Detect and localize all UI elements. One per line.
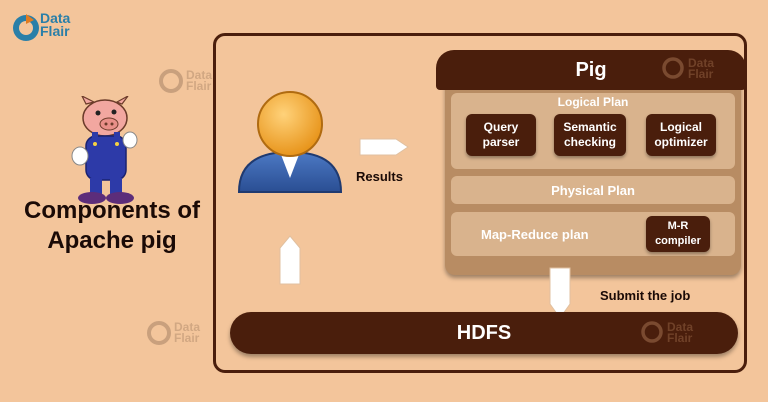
results-arrow-icon: [358, 136, 410, 162]
dataflair-logo-icon: [13, 14, 39, 41]
watermark-logo: [661, 56, 685, 84]
results-label: Results: [356, 169, 403, 184]
semantic-checking-box: Semantic checking: [554, 114, 626, 156]
query-parser-box: Query parser: [466, 114, 536, 156]
dataflair-logo-text: Data Flair: [40, 10, 71, 39]
pig-header: Pig: [436, 50, 746, 90]
watermark-icon: [662, 57, 684, 79]
user-icon: [235, 88, 345, 202]
watermark-logo: [146, 320, 172, 350]
watermark-icon: [159, 69, 183, 93]
up-arrow-icon: [278, 234, 302, 290]
architecture-frame: [213, 33, 747, 373]
watermark-logo: [158, 68, 184, 98]
hdfs-bar: HDFS: [230, 312, 738, 354]
down-arrow-icon: [548, 266, 572, 324]
page-title: Components of Apache pig: [24, 197, 200, 254]
physical-plan-bar: Physical Plan: [451, 176, 735, 204]
pig-mascot-image: [64, 94, 146, 210]
logical-plan-title: Logical Plan: [557, 95, 629, 109]
mapreduce-plan-label: Map-Reduce plan: [481, 226, 589, 242]
watermark-icon: [147, 321, 171, 345]
logical-optimizer-box: Logical optimizer: [646, 114, 716, 156]
watermark-logo: [640, 320, 664, 348]
watermark-icon: [641, 321, 663, 343]
dataflair-logo: [10, 10, 90, 50]
submit-job-label: Submit the job: [600, 288, 691, 303]
mr-compiler-box: M-R compiler: [646, 216, 710, 252]
